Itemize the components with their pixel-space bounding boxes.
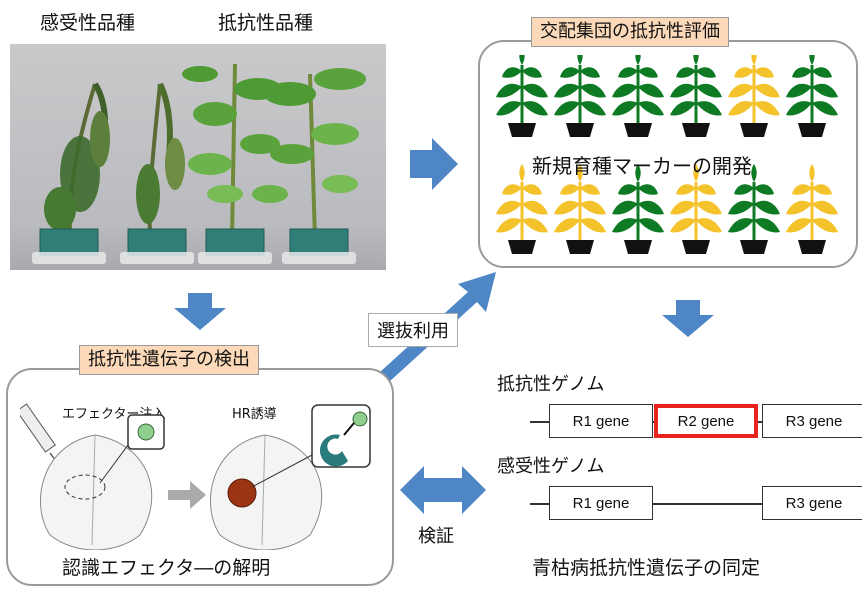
susceptible-gene-r3: R3 gene: [762, 486, 862, 520]
resistant-genome-label: 抵抗性ゲノム: [497, 374, 605, 395]
leaf-right: [209, 434, 323, 550]
healthy-plant-4: [252, 68, 366, 240]
cross-population-tag: 交配集団の抵抗性評価: [531, 17, 729, 47]
tomato-plants-photo: [10, 44, 386, 270]
leaf-illustration: [20, 403, 371, 550]
cross-panel-caption: 新規育種マーカーの開発: [532, 154, 752, 178]
label-susceptible-variety: 感受性品種: [40, 12, 136, 34]
genome-caption: 青枯病抵抗性遺伝子の同定: [532, 557, 761, 579]
susceptible-genome-label: 感受性ゲノム: [497, 456, 605, 477]
breeding-use-label: 選抜利用: [368, 313, 458, 347]
verify-label: 検証: [418, 526, 454, 547]
resistant-gene-r3: R3 gene: [762, 404, 862, 438]
detection-tag: 抵抗性遺伝子の検出: [79, 345, 259, 375]
detection-caption: 認識エフェクタ―の解明: [62, 557, 271, 579]
susceptible-gene-r1: R1 gene: [549, 486, 653, 520]
wilted-plant-2: [136, 82, 185, 235]
arrow-photo-to-cross: [410, 138, 458, 190]
hr-induction-label: HR誘導: [232, 407, 277, 422]
arrow-verify: [400, 466, 486, 514]
wilted-plant-1: [44, 82, 110, 235]
label-resistant-variety: 抵抗性品種: [218, 12, 314, 34]
arrow-cross-down: [662, 300, 714, 337]
susceptible-genome-line: [530, 503, 862, 505]
resistant-gene-r1: R1 gene: [549, 404, 653, 438]
resistant-gene-r2: R2 gene: [654, 404, 758, 438]
leaf-left: [39, 434, 153, 550]
arrow-photo-down: [174, 293, 226, 330]
